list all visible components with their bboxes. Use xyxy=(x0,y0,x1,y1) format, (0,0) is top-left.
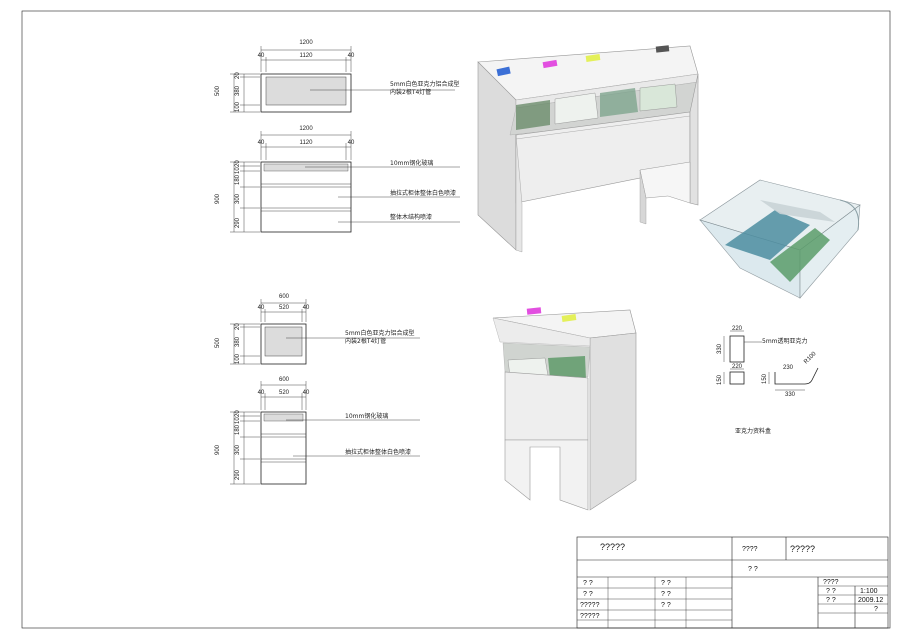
acrylic-side-width: 220 xyxy=(732,364,743,370)
wide-front-overall: 1200 xyxy=(299,126,313,132)
acrylic-label: 5mm透明亚克力 xyxy=(762,337,808,345)
acrylic-top-width: 220 xyxy=(732,326,743,332)
narrow-front-height-part-3: 180 xyxy=(235,424,241,435)
narrow-top-view: 600 520 40 40 500 20 380 100 5mm白色亚克力铝合成… xyxy=(215,294,420,365)
tb-row-3: ????? xyxy=(580,602,600,609)
narrow-cabinet-render xyxy=(492,307,637,511)
acrylic-slope-width: 230 xyxy=(783,365,794,371)
narrow-front-height-part-2: 10 xyxy=(235,417,241,424)
wide-top-side-right: 40 xyxy=(348,53,355,59)
acrylic-side-height: 150 xyxy=(717,374,723,385)
acrylic-side-view xyxy=(729,371,745,385)
tb-mid-2: ? ? xyxy=(661,591,671,598)
narrow-front-height: 900 xyxy=(215,444,221,455)
wide-top-depth-part-2: 380 xyxy=(235,85,241,96)
narrow-top-side-right: 40 xyxy=(303,305,310,311)
wide-front-side-left: 40 xyxy=(258,140,265,146)
narrow-front-height-part-5: 290 xyxy=(235,469,241,480)
narrow-top-note-2: 内装2根T4灯管 xyxy=(345,337,386,345)
acrylic-top-view xyxy=(729,335,745,363)
tb-scale-key: ? ? xyxy=(826,588,836,595)
acrylic-bottom-width: 330 xyxy=(785,392,796,398)
wide-top-light-panel xyxy=(265,76,347,106)
acrylic-radius: R100 xyxy=(803,351,818,366)
title-block: ????? ???? ????? ? ? ? ? ? ? ????? ?????… xyxy=(576,536,889,629)
tb-date: 2009.12 xyxy=(858,597,883,604)
tb-sheet-key: ? xyxy=(874,606,878,613)
narrow-top-depth-part-1: 20 xyxy=(235,323,241,330)
wide-top-side-left: 40 xyxy=(258,53,265,59)
wide-top-inner: 1120 xyxy=(300,53,314,59)
tb-label-a: ???? xyxy=(742,546,758,553)
tb-mid-3: ? ? xyxy=(661,602,671,609)
wide-front-height: 900 xyxy=(215,193,221,204)
acrylic-profile xyxy=(774,367,819,385)
wide-front-note-body: 整体木结构喷漆 xyxy=(390,213,432,221)
tb-sub-a: ? ? xyxy=(748,566,758,573)
narrow-front-height-part-4: 300 xyxy=(235,444,241,455)
wide-front-height-part-4: 300 xyxy=(235,193,241,204)
narrow-front-note-drawer: 抽拉式柜体整体白色喷漆 xyxy=(345,448,411,456)
wide-front-outline xyxy=(260,161,352,233)
tb-row-4: ????? xyxy=(580,613,600,620)
narrow-front-overall: 600 xyxy=(279,377,290,383)
narrow-front-note-glass: 10mm钢化玻璃 xyxy=(345,412,388,420)
display-box-render xyxy=(699,179,861,299)
wide-cabinet-render xyxy=(477,45,699,253)
acrylic-caption: 亚克力资料盒 xyxy=(735,427,771,435)
narrow-front-side-right: 40 xyxy=(303,390,310,396)
narrow-top-light-panel xyxy=(264,326,303,357)
wide-front-note-drawer: 抽拉式柜体整体白色喷漆 xyxy=(390,189,456,197)
wide-front-side-right: 40 xyxy=(348,140,355,146)
wide-top-note-2: 内装2根T4灯管 xyxy=(390,88,431,96)
narrow-front-side-left: 40 xyxy=(258,390,265,396)
narrow-front-height-part-1: 20 xyxy=(235,410,241,417)
narrow-yellow-accent xyxy=(561,314,577,322)
yellow-accent-block xyxy=(585,54,601,62)
wide-front-inner: 1120 xyxy=(300,140,314,146)
narrow-top-overall: 600 xyxy=(279,294,290,300)
dark-accent-block xyxy=(655,45,670,53)
narrow-top-note-1: 5mm白色亚克力铝合成型 xyxy=(345,329,415,337)
acrylic-top-height: 330 xyxy=(717,343,723,354)
narrow-pink-accent xyxy=(526,307,542,315)
narrow-top-depth-part-3: 100 xyxy=(235,353,241,364)
wide-front-light-strip xyxy=(263,163,349,172)
narrow-top-inner: 520 xyxy=(279,305,290,311)
sheet-border xyxy=(21,10,891,629)
tb-scale: 1:100 xyxy=(860,588,878,595)
wide-top-depth: 500 xyxy=(215,85,221,96)
wide-front-note-glass: 10mm钢化玻璃 xyxy=(390,159,433,167)
narrow-front-outline xyxy=(260,411,307,485)
wide-front-height-part-5: 290 xyxy=(235,217,241,228)
wide-front-view: 1200 1120 40 40 900 20 10 180 300 290 10… xyxy=(215,126,460,233)
tb-project: ????? xyxy=(600,542,625,552)
wide-top-overall: 1200 xyxy=(299,40,313,46)
narrow-top-depth-part-2: 380 xyxy=(235,336,241,347)
blue-accent-block xyxy=(496,66,511,77)
tb-row-1: ? ? xyxy=(583,580,593,587)
pink-accent-block xyxy=(542,59,558,69)
narrow-front-inner: 520 xyxy=(279,390,290,396)
wide-top-depth-part-3: 100 xyxy=(235,101,241,112)
narrow-front-view: 600 520 40 40 900 20 10 180 300 290 10mm… xyxy=(215,377,420,485)
tb-label-scale: ???? xyxy=(823,579,839,586)
wide-top-view: 1200 1120 40 40 500 20 380 100 5mm白色亚克力铝… xyxy=(215,40,460,113)
wide-front-height-part-1: 20 xyxy=(235,160,241,167)
tb-date-key: ? ? xyxy=(826,597,836,604)
narrow-top-side-left: 40 xyxy=(258,305,265,311)
narrow-front-light-strip xyxy=(263,413,304,422)
wide-front-height-part-3: 180 xyxy=(235,174,241,185)
wide-top-depth-part-1: 20 xyxy=(235,72,241,79)
wide-top-note-1: 5mm白色亚克力铝合成型 xyxy=(390,80,460,88)
acrylic-box-spec: 220 330 5mm透明亚克力 220 150 150 230 R100 33… xyxy=(717,326,819,435)
tb-row-2: ? ? xyxy=(583,591,593,598)
wide-front-height-part-2: 10 xyxy=(235,167,241,174)
acrylic-bottom-height: 150 xyxy=(762,373,768,384)
tb-mid-1: ? ? xyxy=(661,580,671,587)
narrow-top-depth: 500 xyxy=(215,337,221,348)
tb-value-a: ????? xyxy=(790,544,815,554)
